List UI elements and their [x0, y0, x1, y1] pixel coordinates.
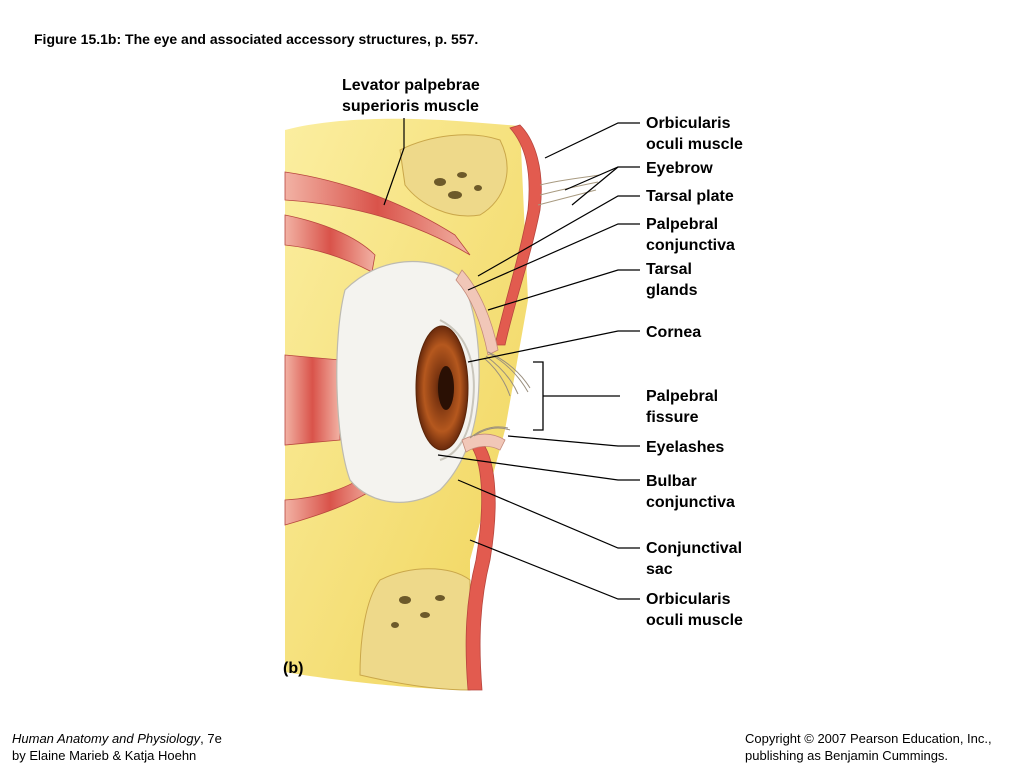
rectus-muscle: [284, 354, 341, 446]
label-tarsal-plate: Tarsal plate: [646, 188, 734, 205]
label-tarsal-glands: Tarsal glands: [646, 261, 698, 299]
orbicularis-oculi-lower-strip: [465, 439, 496, 691]
leader-lines: [383, 118, 640, 600]
leader-eyebrow-2: [571, 166, 619, 206]
copyright-line: Copyright © 2007 Pearson Education, Inc.…: [745, 731, 992, 746]
upper-eyelid: [455, 269, 499, 356]
label-palpebral-conjunctiva: Palpebral conjunctiva: [646, 216, 735, 254]
leader-conj-sac: [457, 479, 640, 549]
panel-tag: (b): [283, 660, 304, 677]
superior-rectus-muscle: [284, 214, 376, 273]
figure-title: Figure 15.1b: The eye and associated acc…: [34, 31, 479, 47]
book-edition: , 7e: [200, 731, 222, 746]
palpebral-fissure-bracket: [533, 361, 620, 431]
levator-muscle: [284, 171, 471, 256]
label-cornea: Cornea: [646, 324, 702, 341]
leader-levator: [383, 118, 405, 206]
leader-bulbar-conj: [437, 454, 640, 481]
label-levator-palpebrae: Levator palpebrae superioris muscle: [342, 77, 480, 115]
lower-orbital-bone: [359, 568, 471, 691]
label-palpebral-fissure: Palpebral fissure: [646, 388, 719, 426]
leader-tarsal-glands: [487, 269, 640, 311]
footer-copyright: Copyright © 2007 Pearson Education, Inc.…: [745, 730, 992, 764]
leader-tarsal-plate: [477, 195, 640, 277]
label-eyelashes: Eyelashes: [646, 439, 725, 456]
footer-citation: Human Anatomy and Physiology, 7e by Elai…: [12, 730, 222, 764]
lower-eyelid: [461, 433, 506, 453]
leader-eyelashes: [507, 435, 640, 447]
label-conjunctival-sac: Conjunctival sac: [646, 540, 743, 578]
book-title: Human Anatomy and Physiology: [12, 731, 201, 746]
label-bulbar-conjunctiva: Bulbar conjunctiva: [646, 473, 735, 511]
leader-orbicularis-bottom: [469, 539, 640, 600]
pupil: [438, 366, 454, 410]
publisher-line: publishing as Benjamin Cummings.: [745, 748, 949, 763]
upper-orbital-bone: [399, 134, 508, 217]
cornea-shape: [439, 319, 475, 461]
label-eyebrow: Eyebrow: [646, 160, 713, 177]
label-orbicularis-oculi-bottom: Orbicularis oculi muscle: [646, 591, 743, 629]
label-orbicularis-oculi-top: Orbicularis oculi muscle: [646, 115, 743, 153]
leader-cornea: [467, 330, 640, 363]
lower-eyelashes: [469, 426, 511, 439]
book-authors: by Elaine Marieb & Katja Hoehn: [12, 748, 197, 763]
leader-orbicularis-top: [544, 122, 640, 159]
leader-palpebral-conj: [467, 223, 640, 291]
